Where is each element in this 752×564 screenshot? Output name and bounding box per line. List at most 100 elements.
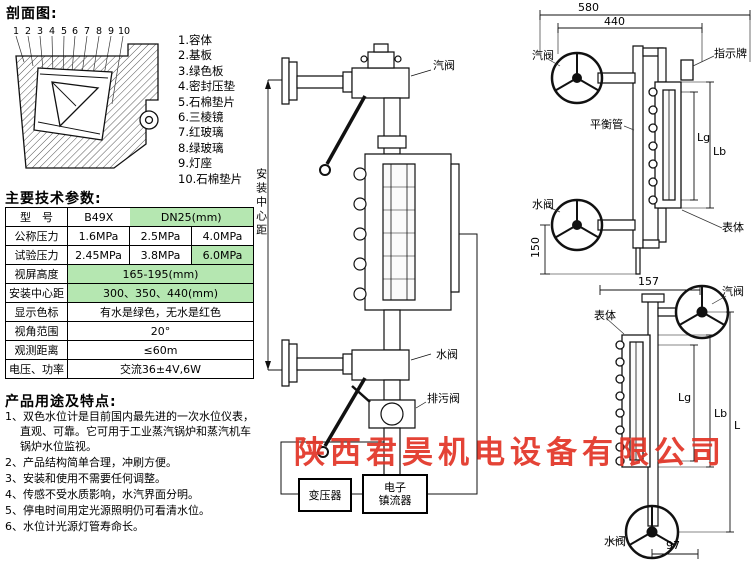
gauge-column xyxy=(616,335,650,467)
water-handwheel xyxy=(626,506,678,558)
spec-value: 2.45MPa xyxy=(67,245,130,265)
dim-440-label: 440 xyxy=(604,15,625,28)
dimension-lines xyxy=(540,10,750,274)
watermark-company-name: 陕西君昊机电设备有限公司 xyxy=(294,435,726,471)
dimension-lines xyxy=(600,285,734,559)
part-item: 5.石棉垫片 xyxy=(178,94,235,109)
svg-text:9: 9 xyxy=(108,26,114,37)
spec-value: 165-195(mm) xyxy=(67,264,254,284)
water-valve-label: 水阀 xyxy=(436,348,458,361)
transformer-box: 变压器 xyxy=(298,478,352,512)
table-row: 显示色标 有水是绿色，无水是红色 xyxy=(5,302,254,322)
water-valve-group xyxy=(282,340,431,457)
water-valve-label: 水阀 xyxy=(604,535,626,548)
spec-label: 视屏高度 xyxy=(5,264,68,284)
spec-value: ≤60m xyxy=(67,340,254,360)
table-row: 公称压力 1.6MPa 2.5MPa 4.0MPa xyxy=(5,226,254,246)
part-item: 10.石棉垫片 xyxy=(178,171,243,186)
dim-l-label: L xyxy=(734,419,741,432)
spec-value: 交流36±4V,6W xyxy=(67,359,254,379)
specs-table: 型 号 B49X DN25(mm) 公称压力 1.6MPa 2.5MPa 4.0… xyxy=(5,207,254,379)
spec-label: 电压、功率 xyxy=(5,359,68,379)
dim-lb-label: Lb xyxy=(714,407,728,420)
part-item: 9.灯座 xyxy=(178,156,212,171)
steam-valve-label: 汽阀 xyxy=(722,285,744,298)
table-row: 视屏高度 165-195(mm) xyxy=(5,264,254,284)
table-row: 电压、功率 交流36±4V,6W xyxy=(5,359,254,379)
part-callout-numbers: 1 2 3 4 5 6 7 8 9 10 xyxy=(13,26,130,37)
spec-value: B49X xyxy=(67,207,130,227)
dim-580-label: 580 xyxy=(578,1,599,14)
gauge-body-group xyxy=(354,98,459,350)
center-distance-label: 安装中心距 xyxy=(254,168,268,238)
spec-value: 6.0MPa xyxy=(191,245,254,265)
steam-valve-label: 汽阀 xyxy=(433,59,455,72)
spec-value: 20° xyxy=(67,321,254,341)
wiring-lines xyxy=(281,234,477,494)
specs-heading: 主要技术参数: xyxy=(5,191,102,207)
svg-text:2: 2 xyxy=(25,26,31,37)
center-distance-dimension xyxy=(265,80,299,370)
table-row: 安装中心距 300、350、440(mm) xyxy=(5,283,254,303)
spec-label: 观测距离 xyxy=(5,340,68,360)
parts-list: 1.容体 2.基板 3.绿色板 4.密封压垫 5.石棉垫片 6.三棱镜 7.红玻… xyxy=(178,32,242,186)
dim-lg-label: Lg xyxy=(697,131,711,144)
spec-label: 安装中心距 xyxy=(5,283,68,303)
part-item: 2.基板 xyxy=(178,48,212,63)
part-item: 4.密封压垫 xyxy=(178,79,235,94)
drain-valve-label: 排污阀 xyxy=(427,392,460,405)
spec-value: 2.5MPa xyxy=(129,226,192,246)
front-view-drawing xyxy=(486,0,752,284)
gauge-body-label: 表体 xyxy=(594,309,616,322)
water-valve-label: 水阀 xyxy=(532,198,554,211)
svg-text:8: 8 xyxy=(96,26,102,37)
water-handwheel xyxy=(552,200,602,250)
svg-text:10: 10 xyxy=(118,26,130,37)
transformer-label: 变压器 xyxy=(308,488,342,502)
table-row: 观测距离 ≤60m xyxy=(5,340,254,360)
feature-item: 1、双色水位计是目前国内最先进的一次水位仪表，直观、可靠。它可用于工业蒸汽锅炉和… xyxy=(5,410,254,453)
spec-value: 3.8MPa xyxy=(129,245,192,265)
ballast-box: 电子 镇流器 xyxy=(362,474,428,514)
svg-text:3: 3 xyxy=(37,26,43,37)
svg-text:5: 5 xyxy=(61,26,67,37)
steam-handwheel xyxy=(552,53,602,103)
svg-text:1: 1 xyxy=(13,26,19,37)
spec-label: 视角范围 xyxy=(5,321,68,341)
feature-item: 5、停电时间用定光源照明仍可看清水位。 xyxy=(5,504,210,517)
spec-value: DN25(mm) xyxy=(129,207,254,227)
leader-lines xyxy=(546,56,722,228)
part-item: 8.绿玻璃 xyxy=(178,140,224,155)
gauge-body-label: 表体 xyxy=(722,221,744,234)
steam-valve-group xyxy=(282,44,431,175)
side-view-drawing xyxy=(580,282,752,564)
spec-label: 试验压力 xyxy=(5,245,68,265)
feature-item: 2、产品结构简单合理，冲刷方便。 xyxy=(5,456,177,469)
svg-text:6: 6 xyxy=(72,26,78,37)
svg-text:4: 4 xyxy=(49,26,55,37)
spec-label: 显示色标 xyxy=(5,302,68,322)
piping-group xyxy=(598,46,666,274)
spec-value: 有水是绿色，无水是红色 xyxy=(67,302,254,322)
steam-handwheel xyxy=(676,286,728,338)
spec-label: 型 号 xyxy=(5,207,68,227)
part-item: 3.绿色板 xyxy=(178,63,224,78)
dim-lg-label: Lg xyxy=(678,391,692,404)
spec-value: 4.0MPa xyxy=(191,226,254,246)
table-row: 视角范围 20° xyxy=(5,321,254,341)
leader-lines xyxy=(606,296,726,542)
feature-item: 6、水位计光源灯管寿命长。 xyxy=(5,520,144,533)
spec-value: 1.6MPa xyxy=(67,226,130,246)
feature-item: 4、传感不受水质影响，水汽界面分明。 xyxy=(5,488,199,501)
ballast-label-line1: 电子 xyxy=(384,481,406,494)
table-row: 试验压力 2.45MPa 3.8MPa 6.0MPa xyxy=(5,245,254,265)
spec-label: 公称压力 xyxy=(5,226,68,246)
dim-157-label: 157 xyxy=(638,275,659,288)
ballast-label-line2: 镇流器 xyxy=(378,494,412,507)
dim-97-label: 97 xyxy=(666,539,680,552)
indicator-plate-label: 指示牌 xyxy=(714,47,747,60)
part-item: 7.红玻璃 xyxy=(178,125,224,140)
part-item: 6.三棱镜 xyxy=(178,109,224,124)
gauge-column xyxy=(649,60,693,208)
